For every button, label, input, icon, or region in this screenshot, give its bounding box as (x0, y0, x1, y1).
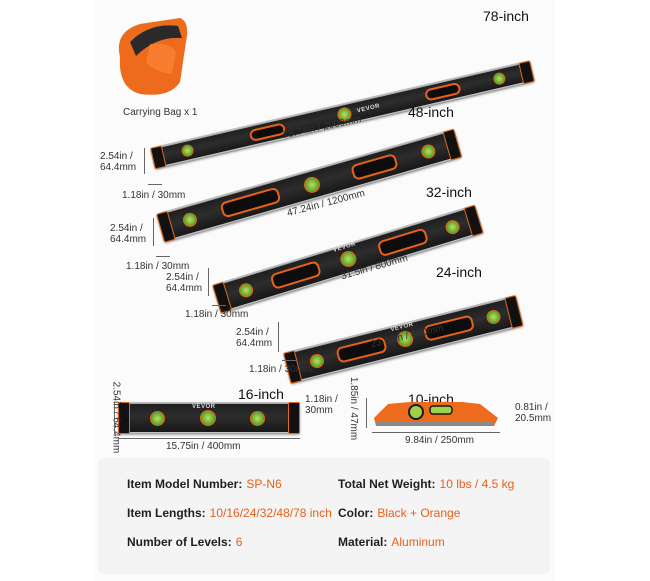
level-48-width: 1.18in / 30mm (126, 261, 190, 272)
spec-lengths: Item Lengths:10/16/24/32/48/78 inch (127, 506, 332, 520)
level-16-width: 1.18in / 30mm (305, 394, 338, 416)
level-78-width: 1.18in / 30mm (122, 190, 186, 201)
level-78-height: 2.54in / 64.4mm (100, 151, 137, 173)
level-32-height: 2.54in / 64.4mm (166, 272, 203, 294)
level-10 (374, 402, 498, 426)
vial-icon (180, 143, 195, 158)
spec-color-value: Black + Orange (377, 506, 461, 520)
spec-levels-value: 6 (235, 535, 243, 549)
level-32-width: 1.18in / 30mm (185, 309, 249, 320)
spec-material-key: Material: (338, 535, 388, 549)
vial-icon (200, 410, 216, 426)
spec-weight-value: 10 lbs / 4.5 kg (439, 477, 515, 491)
vial-icon (302, 174, 322, 195)
spec-model: Item Model Number:SP-N6 (127, 477, 282, 491)
vial-icon (181, 211, 199, 229)
level-24-width: 1.18in / 30mm (249, 364, 313, 375)
spec-material: Material:Aluminum (338, 535, 445, 549)
spec-weight-key: Total Net Weight: (338, 477, 436, 491)
level-16-height: 2.54in / 64.4mm (110, 381, 122, 454)
level-10-length: 9.84in / 250mm (405, 435, 474, 446)
vial-icon (237, 281, 255, 300)
vial-icon (150, 411, 165, 426)
level-16-title: 16-inch (238, 386, 284, 402)
spec-weight: Total Net Weight:10 lbs / 4.5 kg (338, 477, 514, 491)
spec-lengths-key: Item Lengths: (127, 506, 206, 520)
brand-logo: VEVOR (192, 404, 216, 410)
spec-levels-key: Number of Levels: (127, 535, 232, 549)
spec-color: Color:Black + Orange (338, 506, 460, 520)
level-10-height: 1.85in / 47mm (348, 376, 360, 441)
bag-caption: Carrying Bag x 1 (123, 107, 198, 118)
vial-icon (250, 411, 265, 426)
specs-panel (98, 458, 550, 574)
vial-icon (485, 308, 503, 326)
level-10-length-line (372, 432, 500, 433)
vial-icon (443, 218, 462, 236)
level-48-height: 2.54in / 64.4mm (110, 223, 147, 245)
level-16-length: 15.75in / 400mm (166, 441, 241, 452)
spec-levels: Number of Levels:6 (127, 535, 242, 549)
level-24-height: 2.54in / 64.4mm (236, 327, 273, 349)
spec-material-value: Aluminum (391, 535, 445, 549)
spec-color-key: Color: (338, 506, 374, 520)
level-32-title: 32-inch (426, 184, 472, 200)
level-10-width: 0.81in / 20.5mm (515, 402, 552, 424)
carrying-bag-image (118, 18, 188, 95)
level-78-title: 78-inch (483, 8, 529, 24)
vial-icon (419, 142, 437, 161)
spec-model-value: SP-N6 (246, 477, 282, 491)
level-24-title: 24-inch (436, 264, 482, 280)
spec-model-key: Item Model Number: (127, 477, 243, 491)
level-48-title: 48-inch (408, 104, 454, 120)
level-16: VEVOR (118, 402, 300, 434)
brand-logo: VEVOR (356, 103, 381, 115)
vial-icon (492, 71, 507, 86)
spec-lengths-value: 10/16/24/32/48/78 inch (209, 506, 332, 520)
level-16-length-line (118, 438, 300, 439)
